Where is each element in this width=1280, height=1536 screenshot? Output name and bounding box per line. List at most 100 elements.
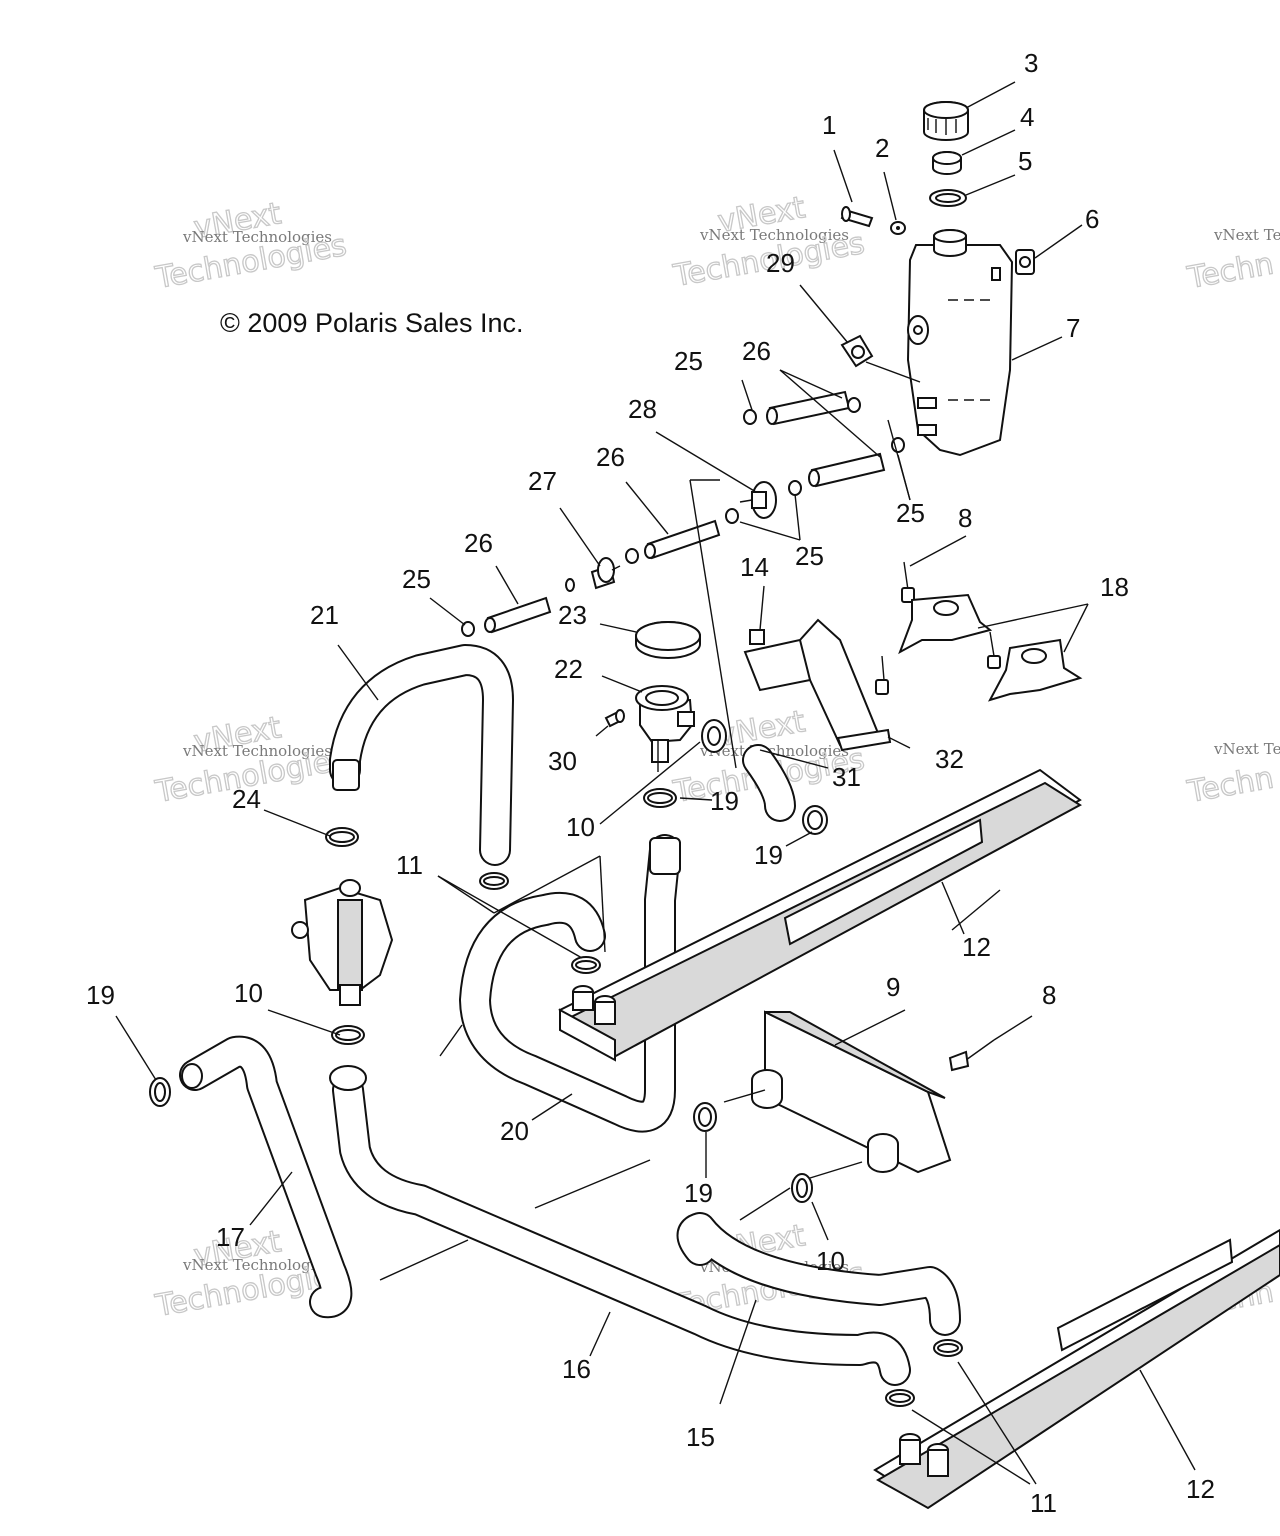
mount-bolt-bracket <box>875 655 889 695</box>
clamp-19-left <box>149 1077 171 1107</box>
svg-text:Techn: Techn <box>1184 246 1276 296</box>
bracket-clip <box>749 629 765 645</box>
tank-grommet-clip <box>1015 249 1035 275</box>
callout-15: 15 <box>686 1422 715 1452</box>
svg-text:vNext Technologies: vNext Technologies <box>699 742 849 760</box>
small-hose-middle <box>808 452 886 488</box>
callout-labels: 1 2 3 4 5 6 7 29 25 26 28 26 27 25 25 26… <box>86 48 1215 1518</box>
filler-neck-cap <box>635 621 701 659</box>
callout-1: 1 <box>822 110 836 140</box>
svg-text:vNext Technologies: vNext Technologies <box>182 742 332 760</box>
callout-18: 18 <box>1100 572 1129 602</box>
tank-washer <box>890 221 906 235</box>
callout-2: 2 <box>875 133 889 163</box>
callout-6: 6 <box>1085 204 1099 234</box>
exchanger-screw <box>948 1039 995 1072</box>
callout-28: 28 <box>628 394 657 424</box>
mount-bolt-lower <box>987 631 1001 669</box>
callout-19-radiator: 19 <box>684 1178 713 1208</box>
clamp-19-radiator <box>693 1102 717 1132</box>
callout-32: 32 <box>935 744 964 774</box>
callout-19-top: 19 <box>710 786 739 816</box>
radiator-supply-hose <box>459 834 681 1133</box>
cap-seal <box>932 151 962 175</box>
callout-10-pump: 10 <box>234 978 263 1008</box>
mount-bolt-upper <box>901 561 915 603</box>
callout-12-front: 12 <box>962 932 991 962</box>
callout-25-lower: 25 <box>402 564 431 594</box>
water-pump-thermostat <box>291 879 394 1006</box>
small-hose-lower <box>484 596 552 634</box>
clamp-10-radiator <box>791 1173 813 1203</box>
clamp-11-rear-upper <box>933 1339 963 1357</box>
watermark-top-center: vNext vNext Technologies Technologies <box>670 190 868 295</box>
svg-text:vNext Technologies: vNext Technologies <box>699 226 849 244</box>
callout-26-lower: 26 <box>464 528 493 558</box>
callout-12-rear: 12 <box>1186 1474 1215 1504</box>
watermark-top-left: vNext vNext Technologies Technologies <box>152 196 350 297</box>
front-heat-exchanger <box>751 1010 952 1174</box>
upper-hose-arch <box>329 644 514 866</box>
callout-27: 27 <box>528 466 557 496</box>
callout-19-elbow: 19 <box>754 840 783 870</box>
heat-exchanger-rear <box>873 1228 1280 1510</box>
svg-text:Techn: Techn <box>1184 760 1276 810</box>
callout-25-upper: 25 <box>674 346 703 376</box>
callout-29: 29 <box>766 248 795 278</box>
heat-exchanger-front <box>558 768 1082 1062</box>
filler-neck-clamp <box>701 719 727 753</box>
upper-hose-fitting <box>332 759 360 791</box>
callout-24: 24 <box>232 784 261 814</box>
o-ring <box>929 189 967 207</box>
callout-10-radiator: 10 <box>816 1246 845 1276</box>
callout-8-upper: 8 <box>958 503 972 533</box>
callout-4: 4 <box>1020 102 1034 132</box>
callout-9: 9 <box>886 972 900 1002</box>
support-bracket <box>743 618 892 752</box>
callout-23: 23 <box>558 600 587 630</box>
callout-25-right: 25 <box>896 498 925 528</box>
clamp-24 <box>325 827 359 847</box>
bypass-hose <box>179 1035 353 1319</box>
callout-31: 31 <box>832 762 861 792</box>
coolant-tank <box>906 229 1014 457</box>
callout-26-upper: 26 <box>742 336 771 366</box>
clamp-19-elbow <box>802 805 828 835</box>
filler-neck <box>635 685 695 763</box>
callout-17: 17 <box>216 1222 245 1252</box>
callout-19-left: 19 <box>86 980 115 1010</box>
callout-25-middle: 25 <box>795 541 824 571</box>
lower-main-hose <box>329 1065 911 1386</box>
callout-14: 14 <box>740 552 769 582</box>
heat-exchanger-mount-right <box>987 638 1083 702</box>
tank-bolt <box>840 206 874 228</box>
callout-21: 21 <box>310 600 339 630</box>
copyright-text: © 2009 Polaris Sales Inc. <box>220 308 524 338</box>
tank-mount-clip <box>840 334 874 368</box>
callout-10-top: 10 <box>566 812 595 842</box>
inline-filter-fitting <box>739 481 777 519</box>
clamp-19-top <box>643 788 677 808</box>
callout-30: 30 <box>548 746 577 776</box>
filler-neck-screw <box>604 709 625 728</box>
svg-text:vNext Technologies: vNext Technologies <box>182 228 332 246</box>
svg-text:vNext Te: vNext Te <box>1213 740 1280 758</box>
callout-11-lower: 11 <box>1030 1488 1057 1518</box>
leader-lines <box>115 81 1196 1485</box>
svg-text:vNext Technologies: vNext Technologies <box>182 1256 332 1274</box>
small-hose-left <box>644 519 721 560</box>
clamp-10-pump <box>331 1025 365 1045</box>
callout-8-lower: 8 <box>1042 980 1056 1010</box>
hose-clamp-small-set <box>461 397 905 637</box>
watermark-top-right: vNext Te Techn <box>1184 226 1280 297</box>
callout-16: 16 <box>562 1354 591 1384</box>
clamp-11-upper <box>479 872 509 890</box>
callout-3: 3 <box>1024 48 1038 78</box>
callout-26-middle: 26 <box>596 442 625 472</box>
rear-radiator-hose <box>676 1212 961 1336</box>
callout-20: 20 <box>500 1116 529 1146</box>
svg-text:vNext Te: vNext Te <box>1213 226 1280 244</box>
check-valve-fitting <box>590 557 621 590</box>
heat-exchanger-mount-left <box>898 593 993 655</box>
